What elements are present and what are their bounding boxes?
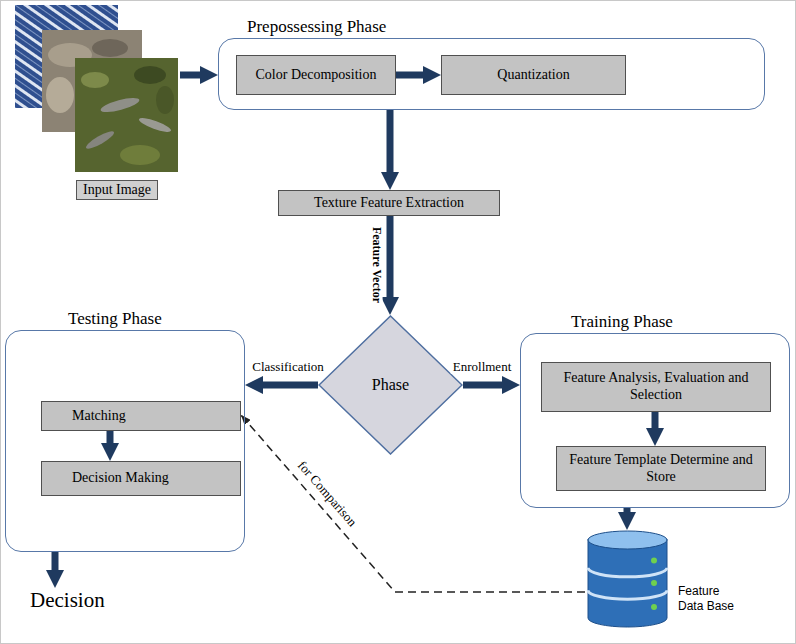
fish-shape — [84, 129, 116, 152]
process-label: Texture Feature Extraction — [314, 195, 464, 212]
input-image-stack — [15, 5, 178, 172]
cylinder-band — [588, 590, 667, 599]
phase-panel: Testing PhaseMatchingDecision Making — [5, 330, 245, 552]
process-box: Decision Making — [41, 461, 241, 496]
cylinder-band — [588, 568, 667, 577]
process-box: Feature Template Determine and Store — [556, 446, 766, 491]
image-label: Input Image — [76, 180, 158, 200]
fish-shape — [99, 95, 140, 115]
diamond-label: Phase — [372, 376, 409, 394]
database-label: Feature Data Base — [678, 584, 742, 614]
process-label: Quantization — [497, 67, 569, 84]
texture-image — [75, 58, 178, 172]
process-box: Texture Feature Extraction — [278, 190, 500, 216]
cylinder-top — [588, 531, 667, 549]
status-light — [651, 580, 657, 586]
process-label: Matching — [72, 408, 126, 425]
edge-label: Feature Vector — [369, 225, 382, 305]
texture-patch — [120, 145, 160, 165]
edge-label: Enrollment — [451, 360, 514, 374]
phase-panel: Training PhaseFeature Analysis, Evaluati… — [520, 333, 790, 508]
process-label: Decision Making — [72, 470, 169, 487]
cylinder-body — [588, 539, 667, 627]
flow-arrow — [180, 72, 208, 79]
flow-arrow — [396, 72, 431, 79]
phase-heading: Training Phase — [571, 312, 673, 332]
process-box: Quantization — [441, 55, 626, 95]
output-node: Decision — [30, 588, 140, 616]
texture-patch — [92, 39, 128, 57]
status-light — [651, 604, 657, 610]
flow-arrow — [387, 216, 394, 305]
flow-arrow — [624, 508, 631, 520]
edge-label: Classification — [250, 360, 326, 374]
process-box: Color Decomposition — [236, 55, 396, 95]
process-box: Matching — [41, 401, 241, 431]
process-label: Color Decomposition — [256, 67, 377, 84]
dashed-connector — [241, 415, 585, 592]
texture-patch — [134, 66, 166, 84]
process-label: Feature Template Determine and Store — [565, 452, 757, 486]
process-label: Feature Analysis, Evaluation and Selecti… — [550, 370, 762, 404]
flow-arrow — [652, 412, 659, 436]
flow-arrow — [255, 382, 318, 389]
phase-heading: Testing Phase — [68, 309, 162, 329]
flow-arrow — [52, 552, 59, 578]
flow-arrow — [107, 431, 114, 451]
texture-patch — [81, 72, 109, 88]
process-box: Feature Analysis, Evaluation and Selecti… — [541, 362, 771, 412]
fish-shape — [138, 115, 173, 134]
flow-arrow — [387, 110, 394, 180]
phase-panel: Prepossessing PhaseColor DecompositionQu… — [218, 38, 765, 110]
phase-heading: Prepossessing Phase — [247, 17, 386, 37]
decision-diamond: Phase — [318, 315, 463, 455]
status-light — [651, 558, 657, 564]
texture-patch — [156, 86, 174, 114]
texture-patch — [46, 77, 74, 113]
edge-label: for Comparison — [293, 457, 360, 531]
database-icon: Feature Data Base — [585, 530, 670, 628]
input-image-group: Input Image — [10, 2, 180, 208]
database-drawing — [585, 530, 670, 628]
output-label: Decision — [30, 588, 140, 613]
diamond-shape — [319, 316, 462, 454]
flow-arrow — [463, 382, 510, 389]
